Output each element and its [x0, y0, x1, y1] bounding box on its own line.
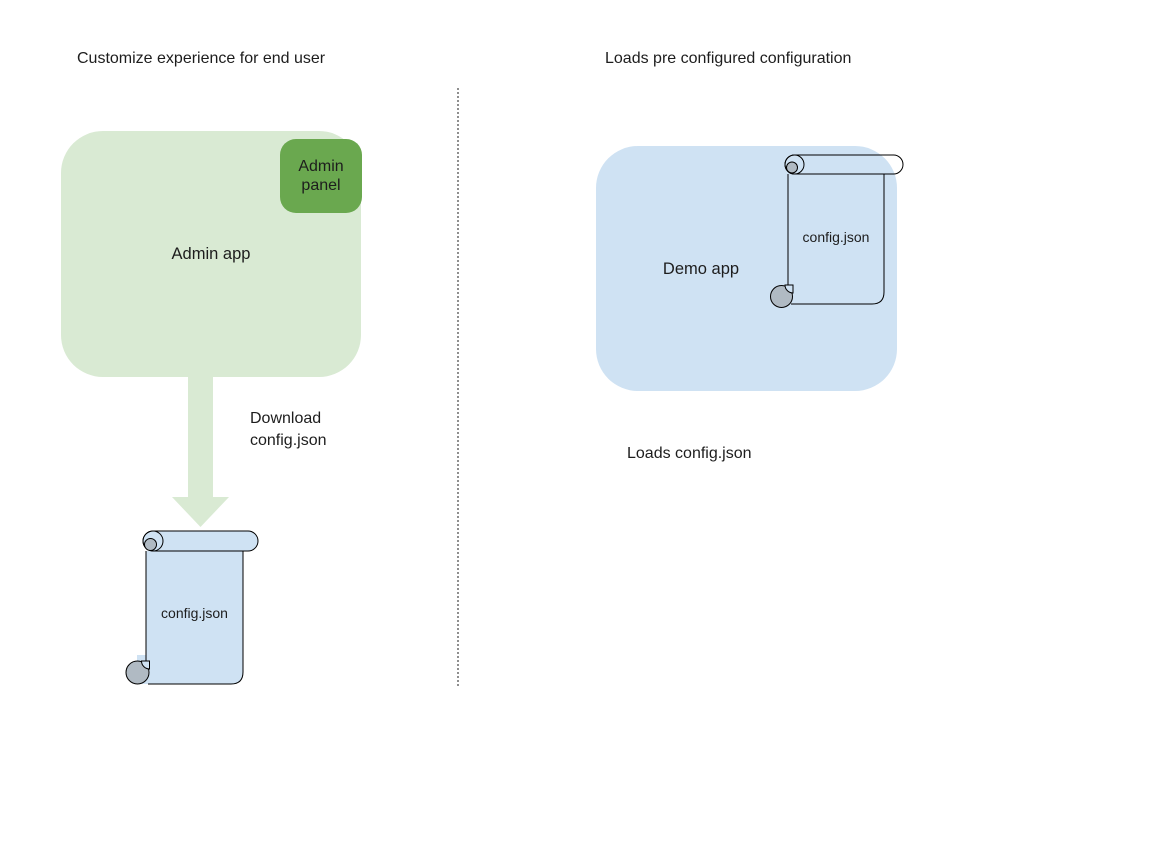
admin-panel-box: Admin panel — [280, 139, 362, 213]
download-arrow-stem — [188, 376, 213, 498]
section-divider — [457, 88, 459, 686]
scroll-top-roll — [142, 530, 259, 552]
scroll-top-roll-end — [142, 530, 164, 552]
right-section-title: Loads pre configured configuration — [605, 50, 852, 67]
left-section-title: Customize experience for end user — [77, 50, 326, 67]
scroll-body-outline — [145, 551, 244, 685]
scroll-body — [137, 551, 243, 684]
config-json-scroll-left: config.json — [125, 530, 259, 685]
loads-config-caption: Loads config.json — [627, 445, 752, 462]
admin-panel-label: Admin panel — [298, 158, 344, 194]
download-config-caption: Download config.json — [250, 410, 327, 449]
scroll-label-left: config.json — [161, 605, 228, 621]
admin-app-label: Admin app — [171, 245, 251, 263]
scroll-bottom-curl — [125, 660, 150, 685]
demo-app-label: Demo app — [662, 260, 740, 278]
scroll-bottom-curl-notch — [140, 660, 150, 670]
download-arrow-head — [172, 497, 229, 527]
scroll-top-curl — [144, 538, 157, 551]
download-arrow — [172, 376, 229, 527]
